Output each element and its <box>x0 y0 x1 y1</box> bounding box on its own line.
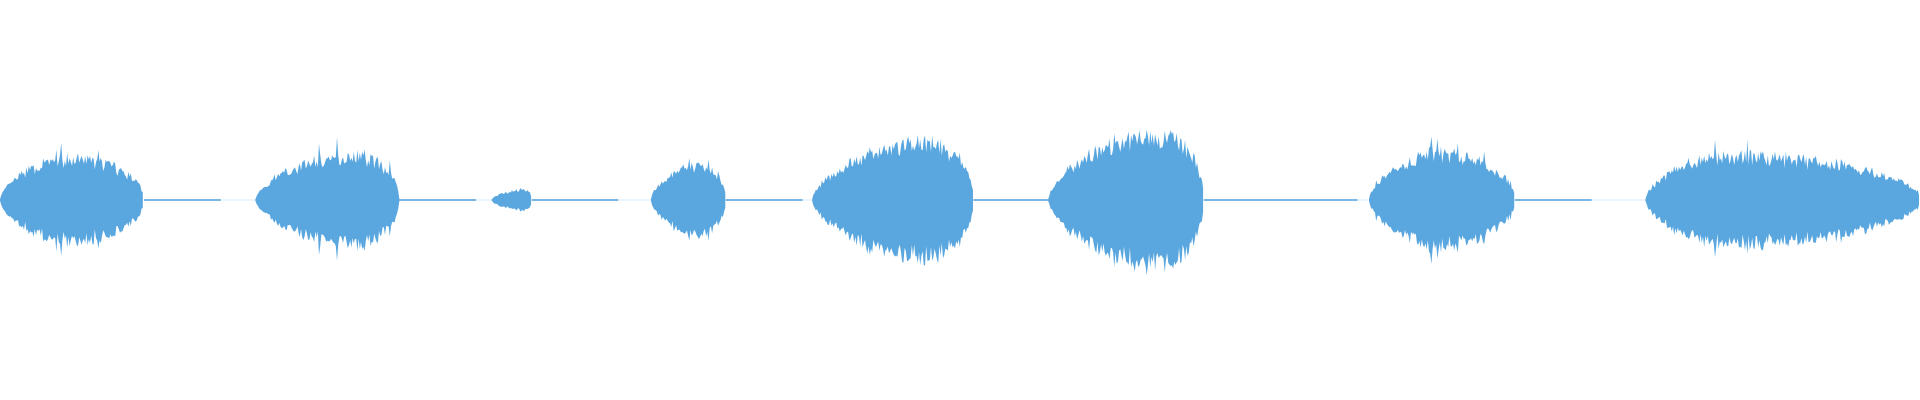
waveform-tail-7 <box>1514 199 1592 201</box>
waveform-tail-1 <box>144 199 221 201</box>
waveform-segment-1 <box>0 142 143 257</box>
waveform-segment-2 <box>255 137 400 261</box>
waveform-segment-8 <box>1645 139 1919 258</box>
waveform-segment-7 <box>1369 136 1515 265</box>
waveform-segment-5 <box>812 134 973 266</box>
waveform-tail-5 <box>973 199 1051 201</box>
waveform-tail-2 <box>399 199 477 201</box>
waveform-tail-6 <box>1203 199 1358 201</box>
waveform-tail-4 <box>725 199 803 201</box>
waveform-segment-3 <box>491 188 532 212</box>
waveform-segment-4 <box>650 158 726 241</box>
waveform-segment-6 <box>1048 129 1204 276</box>
waveform-tail-3 <box>531 199 619 201</box>
